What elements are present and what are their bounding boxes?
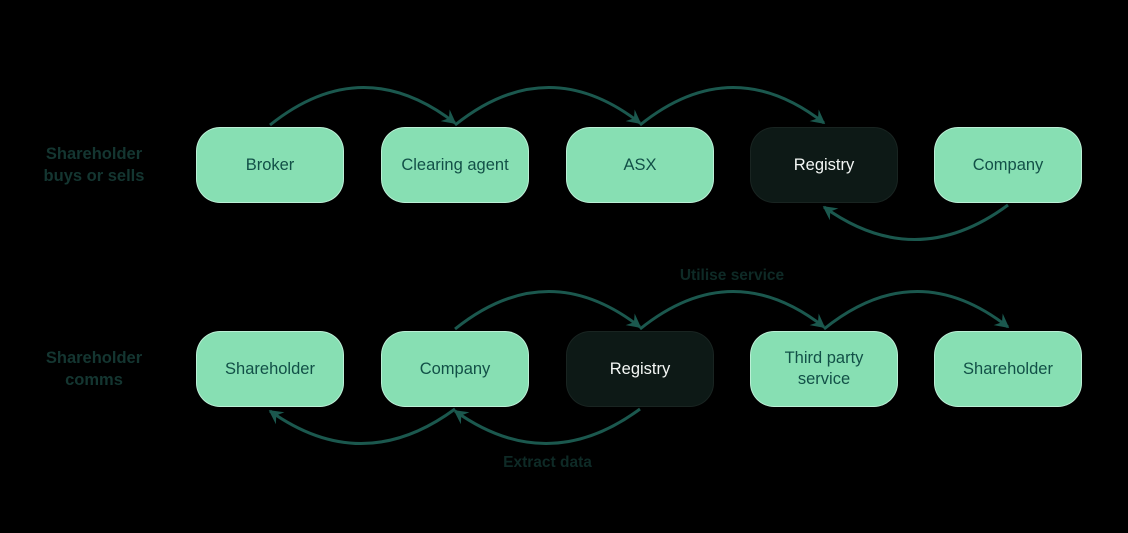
node-label: Shareholder	[225, 359, 315, 378]
node-label: Clearing agent	[401, 155, 509, 174]
node-asx: ASX	[566, 127, 714, 203]
edge-clearing-agent-to-asx	[454, 86, 642, 127]
node-clearing-agent: Clearing agent	[381, 127, 529, 203]
row-label-line: Shareholder	[45, 349, 143, 367]
node-label: Broker	[245, 155, 295, 174]
node-label: Registry	[793, 155, 855, 174]
edge-registry-2-to-company-2	[453, 407, 641, 445]
edge-asx-to-registry-1	[639, 86, 826, 127]
node-registry-2: Registry	[566, 331, 714, 407]
edge-company-1-to-registry-1	[822, 203, 1009, 241]
row-label-line: comms	[65, 371, 123, 390]
row-label-line: buys or sells	[43, 167, 145, 186]
edge-company-2-to-registry-2	[454, 290, 642, 331]
row-label-1: Shareholder comms	[19, 347, 169, 392]
edge-broker-to-clearing-agent	[269, 86, 457, 127]
node-label: Company	[419, 359, 491, 378]
edge-label-registry-2-to-third-party-service: Utilise service	[679, 267, 785, 284]
node-third-party-service: Third party service	[750, 331, 898, 407]
edge-registry-2-to-third-party-service	[639, 290, 826, 331]
node-label: Company	[972, 155, 1044, 174]
node-shareholder-1: Shareholder	[196, 331, 344, 407]
node-label: ASX	[623, 155, 657, 174]
node-company-1: Company	[934, 127, 1082, 203]
node-label: Third party service	[784, 349, 864, 388]
node-label: Shareholder	[963, 359, 1053, 378]
edge-company-2-to-shareholder-1	[268, 407, 456, 445]
row-label-0: Shareholder buys or sells	[19, 143, 169, 188]
node-company-2: Company	[381, 331, 529, 407]
node-registry-1: Registry	[750, 127, 898, 203]
node-broker: Broker	[196, 127, 344, 203]
node-label: Registry	[609, 359, 671, 378]
node-shareholder-2: Shareholder	[934, 331, 1082, 407]
edge-label-registry-2-to-company-2: Extract data	[503, 454, 592, 471]
row-label-line: Shareholder	[45, 145, 143, 163]
edge-third-party-service-to-shareholder-2	[823, 290, 1010, 331]
